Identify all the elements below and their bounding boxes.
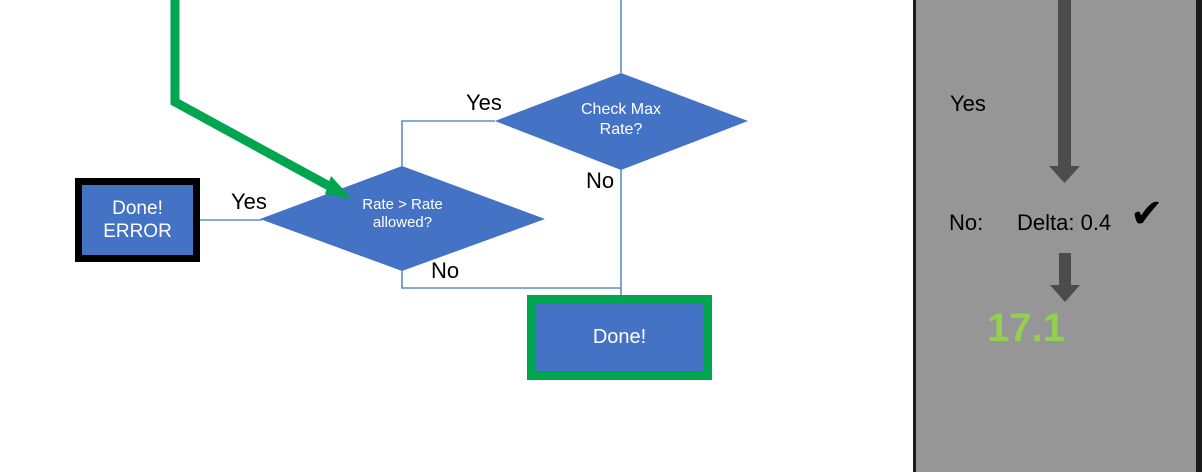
- node-done-error-line1: Done! ERROR: [103, 197, 172, 242]
- diamond-check-max-rate[interactable]: [495, 73, 748, 170]
- green-highlight-path: [170, 0, 343, 196]
- node-done-error-label: Done! ERROR: [82, 185, 193, 255]
- edge-label-yes-to-error: Yes: [231, 189, 267, 214]
- connector-checkmax-yes-to-rate: [401, 120, 495, 166]
- panel-delta-value: Delta: 0.4: [1017, 210, 1112, 235]
- edge-label-yes-from-check-max: Yes: [466, 90, 502, 115]
- node-done-error[interactable]: Done! ERROR: [75, 178, 200, 262]
- green-arrowhead-icon: [325, 176, 352, 199]
- side-panel: Yes No: Delta: 0.4 ✔ 17.1: [913, 0, 1202, 472]
- connector-rate-no-to-done: [401, 271, 621, 289]
- edge-label-no-from-check-max: No: [586, 168, 615, 193]
- panel-yes-label: Yes: [950, 91, 986, 116]
- flowchart-area: Done! ERROR Rate > Rate allowed? Check M…: [75, 0, 748, 380]
- panel-graphics: [1049, 0, 1080, 302]
- arrow-down-long-icon: [1049, 0, 1080, 183]
- node-done[interactable]: Done!: [527, 295, 712, 380]
- panel-result-value: 17.1: [987, 306, 1065, 350]
- arrow-down-short-icon: [1050, 253, 1080, 302]
- flowchart-graphics: [170, 0, 748, 296]
- node-done-label: Done!: [592, 326, 647, 349]
- edge-label-no-from-rate-allowed: No: [431, 258, 460, 283]
- diamond-rate-allowed[interactable]: [260, 166, 545, 271]
- panel-no-label: No:: [949, 210, 984, 235]
- check-mark-icon: ✔: [1130, 192, 1164, 236]
